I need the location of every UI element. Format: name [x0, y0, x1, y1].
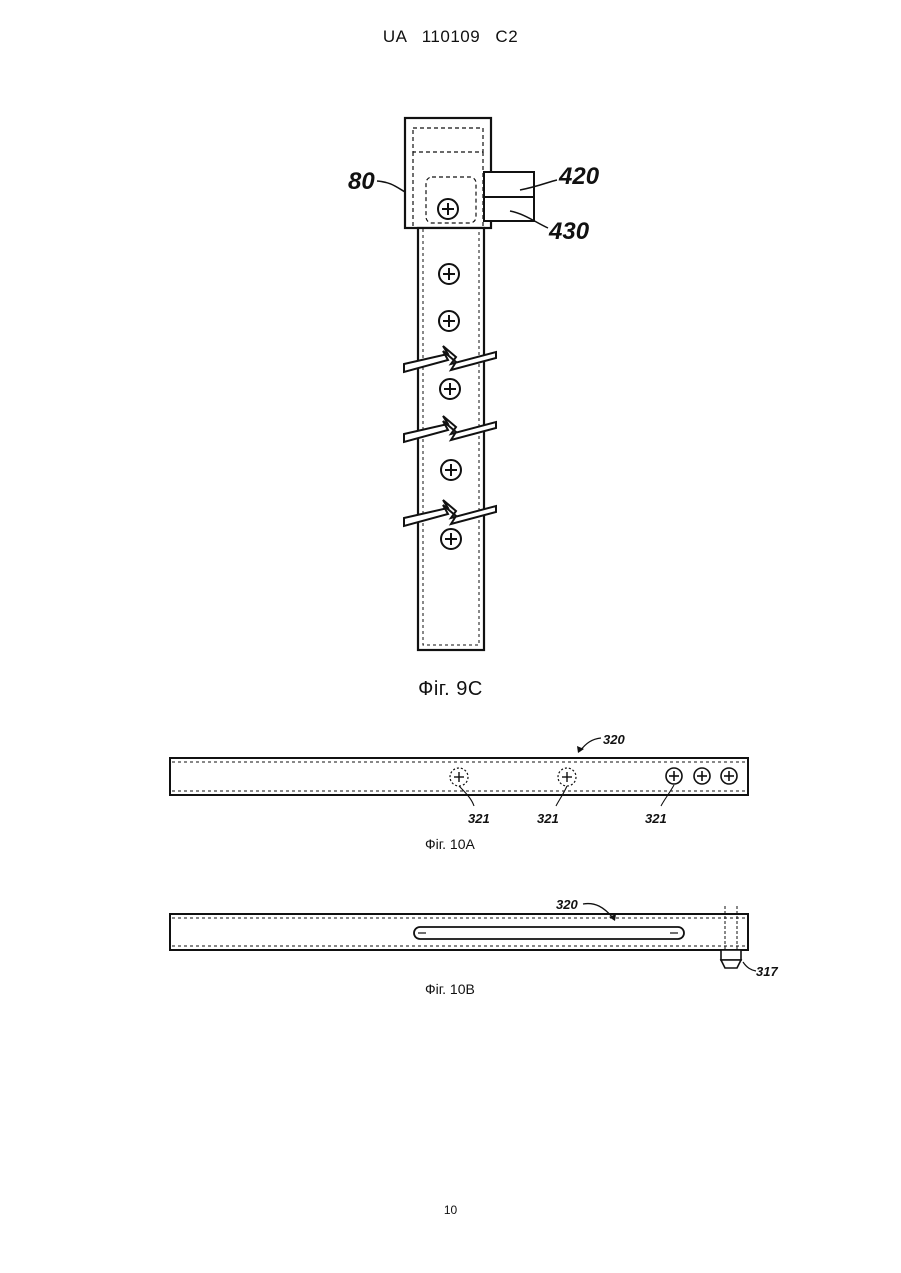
figure-10b-drawing: 320 317 — [170, 897, 778, 979]
ref-label-430: 430 — [548, 218, 590, 245]
pin-317 — [721, 950, 741, 960]
screw-icon — [721, 768, 737, 784]
ref-label-321: 321 — [645, 811, 667, 826]
bar-screw-icon — [439, 311, 459, 331]
ref-label-321: 321 — [468, 811, 490, 826]
bar-screw-icon — [439, 264, 459, 284]
ref-label-317: 317 — [756, 964, 778, 979]
figure-9c-drawing: 80 420 430 — [348, 118, 600, 650]
page-number: 10 — [0, 1203, 901, 1217]
ref-label-321: 321 — [537, 811, 559, 826]
figure-10b-caption: Фіг. 10В — [425, 981, 475, 997]
ref-label-320: 320 — [556, 897, 578, 912]
bar-screw-icon — [441, 460, 461, 480]
figure-10a-drawing: 320 321 321 321 — [170, 732, 748, 826]
head-screw-icon — [438, 199, 458, 219]
ref-label-420: 420 — [558, 163, 600, 190]
side-tab-420 — [484, 172, 534, 197]
slot — [414, 927, 684, 939]
figure-10a-caption: Фіг. 10А — [425, 836, 475, 852]
ref-label-320: 320 — [603, 732, 625, 747]
bar-screw-icon — [440, 379, 460, 399]
screw-icon — [694, 768, 710, 784]
figure-9c-caption: Фіг. 9С — [0, 678, 901, 701]
screw-icon — [666, 768, 682, 784]
bar-screw-icon — [441, 529, 461, 549]
ref-label-80: 80 — [348, 168, 375, 195]
